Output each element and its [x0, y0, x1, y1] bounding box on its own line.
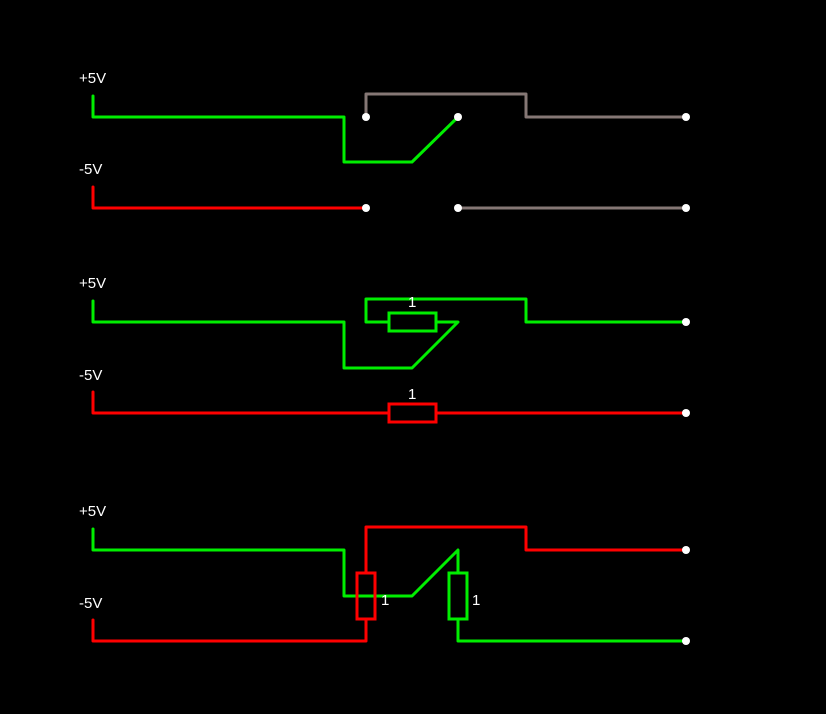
negative-supply-label: -5V [79, 595, 102, 612]
resistor-positive[interactable] [387, 311, 438, 333]
negative-supply-label: -5V [79, 367, 102, 384]
negative-supply-label: -5V [79, 161, 102, 178]
diagram-switch-open: +5V -5V [79, 70, 690, 212]
positive-loop-wire [364, 297, 688, 324]
negative-end-terminal[interactable] [362, 204, 370, 212]
lower-output-terminal[interactable] [682, 637, 690, 645]
positive-wire [91, 94, 460, 164]
lower-output-terminal[interactable] [682, 204, 690, 212]
upper-output-terminal[interactable] [682, 113, 690, 121]
positive-output-wire [456, 617, 688, 643]
diagram-switch-with-resistors: +5V -5V 1 1 [79, 275, 690, 424]
resistor-negative-label: 1 [408, 386, 416, 403]
diagram-switch-crossed: +5V -5V 1 1 [79, 503, 690, 645]
resistor-negative-label: 1 [381, 592, 389, 609]
resistor-positive[interactable] [447, 571, 469, 621]
lower-output-terminal[interactable] [682, 409, 690, 417]
switch-pivot-terminal[interactable] [454, 113, 462, 121]
positive-supply-label: +5V [79, 503, 106, 520]
positive-supply-label: +5V [79, 275, 106, 292]
resistor-positive-label: 1 [472, 592, 480, 609]
upper-output-wire [364, 92, 688, 119]
upper-output-terminal[interactable] [682, 318, 690, 326]
negative-output-wire [364, 525, 688, 575]
negative-wire [91, 185, 368, 210]
resistor-negative[interactable] [355, 571, 377, 621]
resistor-negative[interactable] [387, 402, 438, 424]
upper-output-terminal[interactable] [682, 546, 690, 554]
switch-contact-terminal[interactable] [362, 113, 370, 121]
positive-wire [91, 299, 460, 370]
positive-supply-label: +5V [79, 70, 106, 87]
lower-input-terminal[interactable] [454, 204, 462, 212]
negative-wire [91, 617, 368, 643]
resistor-positive-label: 1 [408, 294, 416, 311]
negative-wire [91, 390, 391, 415]
positive-wire [91, 527, 460, 598]
